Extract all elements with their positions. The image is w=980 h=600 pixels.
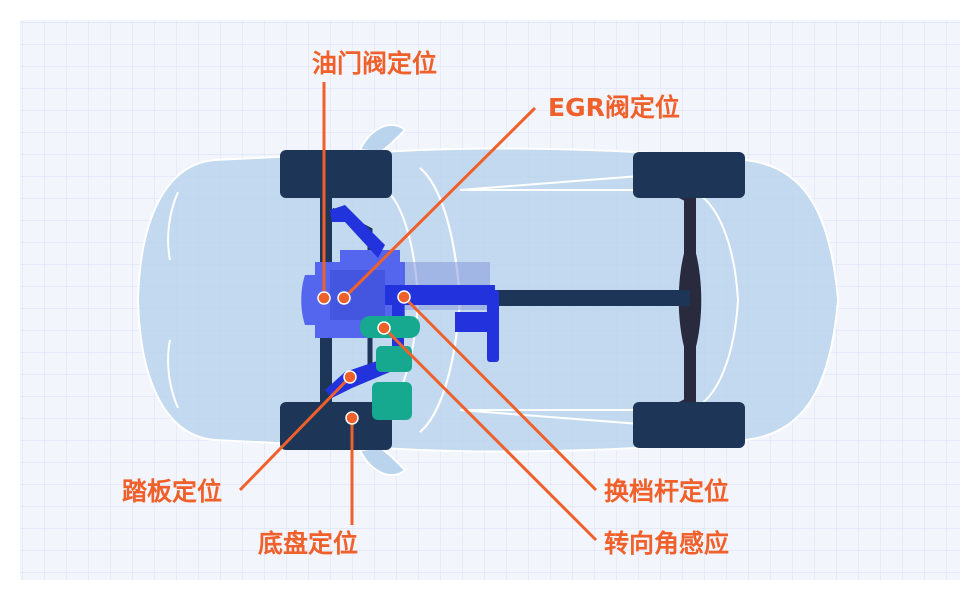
tires [280, 150, 745, 450]
sensor-blocks [360, 316, 420, 420]
marker-dot-egr [337, 291, 351, 305]
drive-shaft [490, 290, 690, 306]
label-chassis: 底盘定位 [258, 529, 358, 558]
label-throttle-valve: 油门阀定位 [312, 49, 437, 78]
leader-line-steering [382, 326, 598, 542]
rear-right-tire [633, 402, 745, 448]
marker-dot-chassis [345, 411, 359, 425]
front-right-tire [280, 402, 392, 450]
leader-line-egr [342, 106, 537, 300]
marker-dot-steering [377, 321, 391, 335]
front-left-tire [280, 150, 392, 198]
marker-dot-pedal [343, 370, 357, 384]
label-steering-angle: 转向角感应 [604, 529, 729, 558]
leader-line-pedal [238, 375, 352, 492]
label-pedal: 踏板定位 [122, 477, 222, 506]
callout-lines [238, 82, 598, 542]
leader-line-shift [402, 295, 598, 492]
rear-left-tire [633, 152, 745, 198]
label-shift-lever: 换档杆定位 [604, 477, 729, 506]
engine-assembly [301, 205, 499, 398]
marker-dot-shift [397, 290, 411, 304]
label-egr-valve: EGR阀定位 [548, 93, 680, 122]
marker-dot-throttle [317, 291, 331, 305]
